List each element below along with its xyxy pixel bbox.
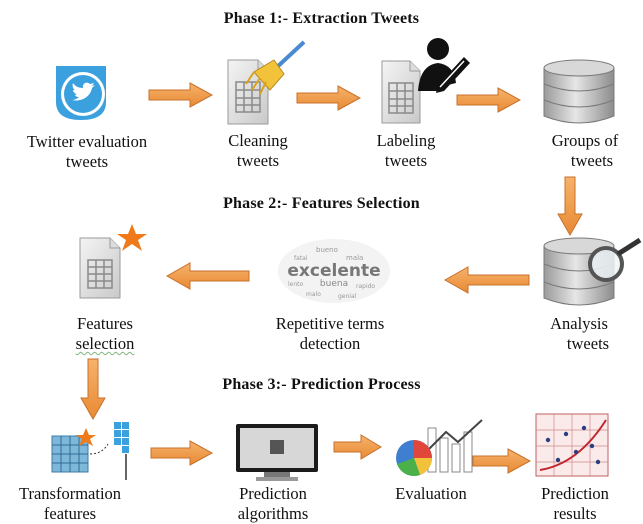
cloud-word-big: excelente bbox=[287, 261, 380, 281]
arrow-right bbox=[296, 85, 362, 111]
arrow-right bbox=[333, 434, 382, 460]
cloud-word: fatal bbox=[294, 255, 308, 262]
arrow-right bbox=[150, 440, 214, 466]
arrow-right bbox=[456, 87, 522, 113]
cloud-word-mid: buena bbox=[320, 279, 348, 289]
cloud-word: bueno bbox=[316, 246, 338, 254]
cloud-word: rapido bbox=[356, 283, 375, 290]
twitter-icon bbox=[56, 66, 106, 120]
phase-2-title: Phase 2:- Features Selection bbox=[223, 195, 420, 212]
arrow-down bbox=[557, 176, 583, 236]
phase-3-title: Phase 3:- Prediction Process bbox=[222, 376, 421, 393]
cloud-word: malo bbox=[306, 291, 321, 298]
scatter-plot-icon bbox=[535, 413, 609, 477]
evaluation-chart-icon bbox=[396, 419, 483, 477]
arrow-right bbox=[472, 448, 532, 474]
evaluation-label: Evaluation bbox=[395, 484, 467, 503]
arrow-left bbox=[166, 262, 250, 290]
arrow-right bbox=[148, 82, 214, 108]
labeling-document-icon bbox=[381, 38, 470, 124]
monitor-icon bbox=[236, 424, 318, 481]
database-search-icon bbox=[543, 237, 642, 306]
transformation-icon bbox=[51, 422, 129, 480]
database-icon bbox=[543, 59, 615, 124]
cloud-word: lento bbox=[288, 281, 304, 288]
arrow-down bbox=[80, 358, 106, 420]
phase-1-title: Phase 1:- Extraction Tweets bbox=[223, 10, 420, 27]
word-cloud-icon: bueno fatal mala lento rapido malo genia… bbox=[278, 239, 390, 303]
cloud-word: genial bbox=[338, 293, 357, 300]
arrow-left bbox=[444, 266, 530, 294]
features-document-icon bbox=[79, 224, 147, 299]
cleaning-document-icon bbox=[227, 40, 306, 125]
cloud-word: mala bbox=[346, 254, 363, 262]
